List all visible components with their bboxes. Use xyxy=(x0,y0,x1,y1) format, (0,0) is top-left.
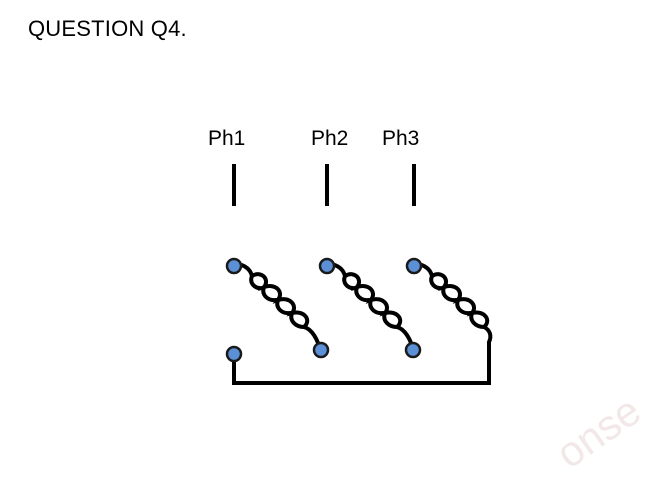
phase-label-ph3: Ph3 xyxy=(382,127,420,150)
terminal-ph1-top xyxy=(225,257,243,275)
terminal-ph2-top xyxy=(318,257,336,275)
coil-3 xyxy=(412,262,493,344)
terminal-ph1-bottom xyxy=(225,345,243,363)
terminal-ph3-top xyxy=(405,257,423,275)
terminal-ph2-bottom xyxy=(312,341,330,359)
star-connection-line xyxy=(232,342,491,385)
terminal-ph3-bottom xyxy=(404,341,422,359)
coil-2 xyxy=(325,262,415,352)
phase-label-ph2: Ph2 xyxy=(311,127,349,150)
coil-1 xyxy=(232,262,322,352)
question-title: QUESTION Q4. xyxy=(28,16,187,41)
phase-label-ph1: Ph1 xyxy=(208,127,246,150)
